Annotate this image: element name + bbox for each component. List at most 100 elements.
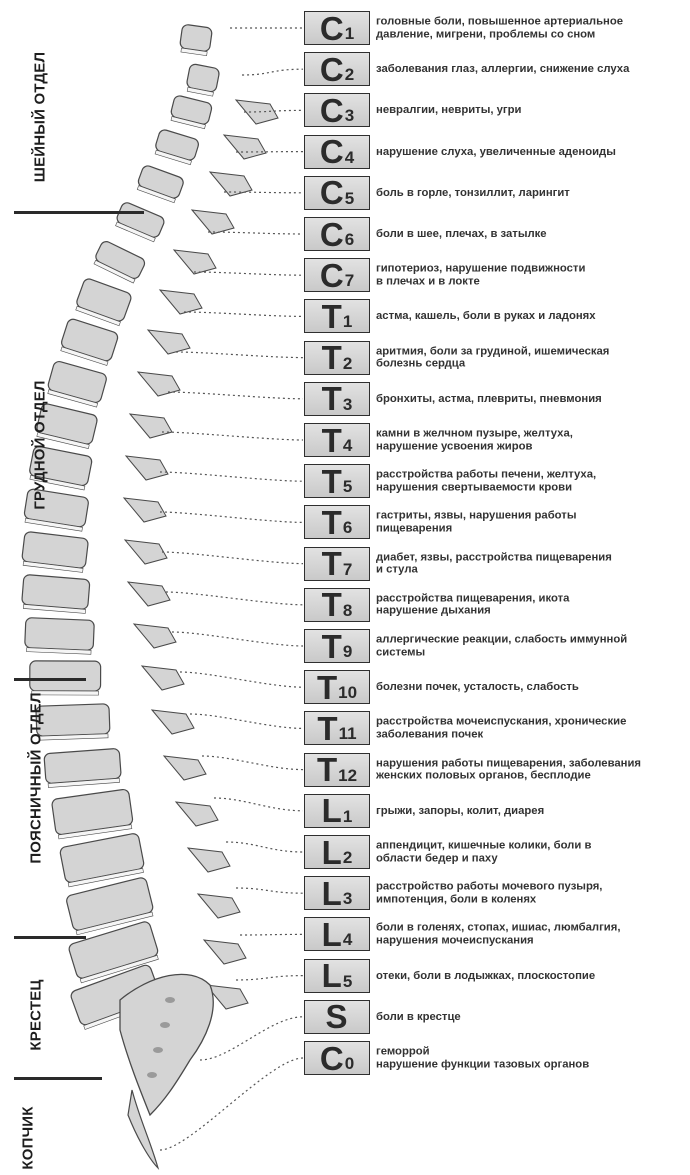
sacral-foramen — [160, 1022, 170, 1028]
vertebra-description: расстройства пищеварения, икота нарушени… — [376, 592, 688, 617]
vertebra-description: камни в желчном пузыре, желтуха, нарушен… — [376, 428, 688, 453]
vertebra-letter: C — [320, 53, 344, 86]
spinous-process — [236, 100, 278, 124]
leader-line — [214, 798, 303, 811]
vertebra-letter: L — [322, 836, 342, 869]
vertebra-description: геморрой нарушение функции тазовых орган… — [376, 1046, 688, 1071]
vertebra-box: T11 — [304, 711, 370, 745]
vertebral-body — [59, 833, 145, 888]
vertebra-number: 2 — [345, 65, 354, 85]
vertebra-box: T5 — [304, 464, 370, 498]
vertebral-body — [21, 574, 90, 613]
vertebra-letter: T — [322, 465, 342, 498]
leader-line — [162, 552, 303, 564]
vertebra-description: диабет, язвы, расстройства пищеварения и… — [376, 551, 688, 576]
vertebra-letter: C — [320, 1042, 344, 1075]
vertebra-box: T4 — [304, 423, 370, 457]
spinous-process — [198, 894, 240, 918]
vertebra-letter: C — [320, 218, 344, 251]
vertebra-letter: T — [322, 630, 342, 663]
vertebral-body — [51, 789, 134, 839]
vertebra-bone — [36, 704, 110, 737]
spinous-process — [125, 540, 167, 564]
vertebra-description: боли в голенях, стопах, ишиас, люмбалгия… — [376, 922, 688, 947]
spinous-process — [160, 290, 202, 314]
vertebra-letter: T — [322, 506, 342, 539]
vertebra-number: 4 — [343, 436, 352, 456]
vertebra-description: аллергические реакции, слабость иммунной… — [376, 634, 688, 659]
spinous-process — [188, 848, 230, 872]
vertebra-description: заболевания глаз, аллергии, снижение слу… — [376, 63, 688, 76]
section-divider — [14, 936, 86, 939]
leader-line — [240, 934, 303, 935]
vertebra-box: C5 — [304, 176, 370, 210]
leader-line — [184, 312, 303, 316]
vertebra-description: расстройства мочеиспускания, хронические… — [376, 716, 688, 741]
leader-line — [226, 842, 303, 852]
vertebral-body — [44, 748, 122, 787]
vertebra-number: 1 — [343, 807, 352, 827]
vertebral-body — [21, 531, 88, 572]
vertebral-body — [185, 63, 220, 96]
spinous-process — [174, 250, 216, 274]
vertebra-letter: C — [320, 259, 344, 292]
leader-line — [236, 976, 303, 980]
vertebra-number: 2 — [343, 354, 352, 374]
leader-line — [160, 472, 303, 481]
leader-line — [180, 672, 303, 687]
vertebra-number: 10 — [338, 683, 357, 703]
vertebra-box: C6 — [304, 217, 370, 251]
vertebra-description: боли в крестце — [376, 1011, 688, 1024]
spinous-process — [142, 666, 184, 690]
leader-line — [236, 888, 303, 893]
vertebra-letter: T — [322, 300, 342, 333]
section-label-cervical: ШЕЙНЫЙ ОТДЕЛ — [32, 52, 49, 182]
sacrum-bone — [120, 974, 213, 1115]
vertebra-box: T12 — [304, 753, 370, 787]
vertebra-number: 4 — [343, 930, 352, 950]
vertebra-box: L1 — [304, 794, 370, 828]
vertebra-letter: L — [322, 959, 342, 992]
spinous-process — [152, 710, 194, 734]
vertebra-number: 5 — [343, 477, 352, 497]
vertebra-description: головные боли, повышенное артериальное д… — [376, 16, 688, 41]
vertebra-letter: T — [317, 671, 337, 704]
vertebral-body — [59, 318, 119, 366]
leader-line — [172, 632, 303, 646]
leader-line — [160, 512, 303, 522]
sacral-foramen — [153, 1047, 163, 1053]
vertebral-body — [153, 129, 200, 166]
vertebra-bone — [47, 360, 108, 404]
vertebra-number: 1 — [343, 312, 352, 332]
vertebra-description: боль в горле, тонзиллит, ларингит — [376, 187, 688, 200]
vertebra-number: 2 — [343, 848, 352, 868]
vertebra-description: астма, кашель, боли в руках и ладонях — [376, 310, 688, 323]
vertebra-number: 3 — [343, 395, 352, 415]
vertebra-description: гастриты, язвы, нарушения работы пищевар… — [376, 510, 688, 535]
vertebra-letter: C — [320, 176, 344, 209]
vertebra-description: расстройство работы мочевого пузыря, имп… — [376, 881, 688, 906]
vertebra-description: грыжи, запоры, колит, диарея — [376, 805, 688, 818]
vertebra-description: нарушения работы пищеварения, заболевани… — [376, 757, 688, 782]
spinous-process — [164, 756, 206, 780]
vertebra-number: 0 — [345, 1054, 354, 1074]
vertebra-letter: C — [320, 94, 344, 127]
vertebra-letter: C — [320, 135, 344, 168]
section-divider — [14, 678, 86, 681]
leader-line — [208, 232, 303, 234]
section-label-thoracic: ГРУДНОЙ ОТДЕЛ — [32, 380, 49, 509]
vertebra-bone — [44, 748, 121, 783]
vertebra-number: 5 — [345, 189, 354, 209]
vertebra-letter: T — [322, 341, 342, 374]
vertebra-number: 1 — [345, 24, 354, 44]
vertebral-body — [179, 24, 213, 56]
